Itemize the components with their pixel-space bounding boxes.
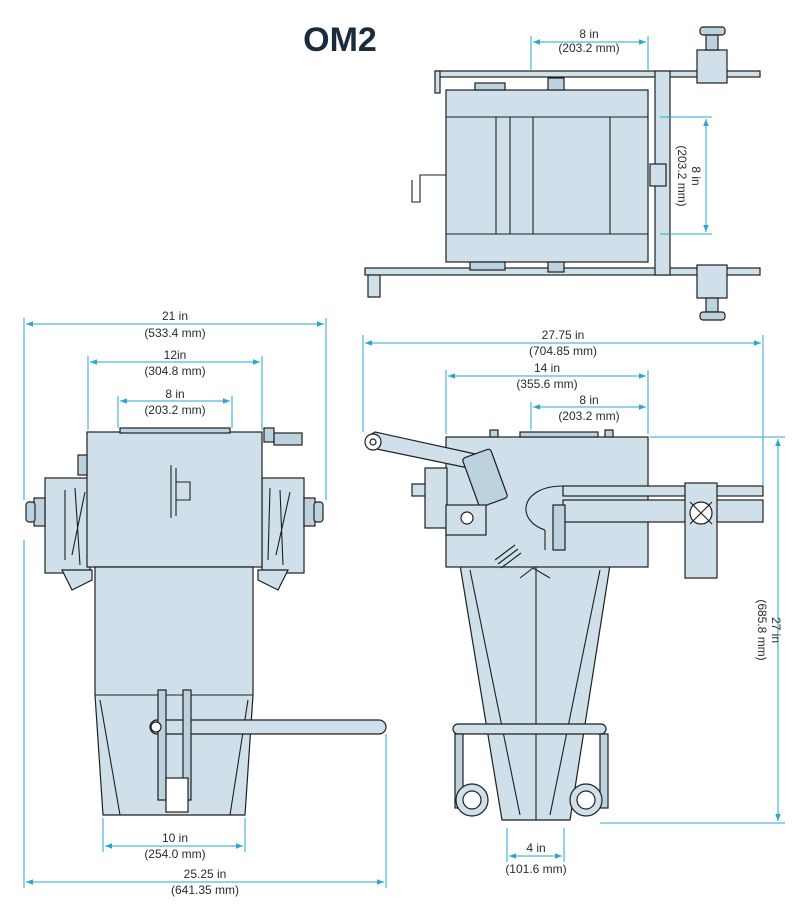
front-view [25,427,387,816]
dim-side-overall-metric: (704.85 mm) [529,344,597,358]
dim-side-14-imperial: 14 in [534,361,560,375]
dim-top-width-metric: (203.2 mm) [558,41,619,55]
front-12-dimension: 12in (304.8 mm) [87,348,263,430]
top-height-dimension: 8 in (203.2 mm) [660,116,712,235]
front-8-dimension: 8 in (203.2 mm) [117,387,233,428]
dim-front-overall-imperial: 21 in [162,309,188,323]
side-overall-dimension: 27.75 in (704.85 mm) [362,328,764,485]
dim-front-overall-metric: (533.4 mm) [144,326,205,340]
dim-front-handle-metric: (641.35 mm) [171,883,239,897]
dim-front-bottom-imperial: 10 in [162,831,188,845]
dim-top-width-imperial: 8 in [579,27,598,41]
dim-front-12-imperial: 12in [164,348,187,362]
dim-side-8-metric: (203.2 mm) [558,409,619,423]
dim-side-overall-imperial: 27.75 in [542,328,585,342]
dim-front-8-metric: (203.2 mm) [144,403,205,417]
side-bottom-dimension: 4 in (101.6 mm) [505,828,567,876]
side-14-dimension: 14 in (355.6 mm) [445,361,649,434]
dim-top-height-metric: (203.2 mm) [675,145,689,206]
top-width-dimension: 8 in (203.2 mm) [530,27,649,70]
dim-top-height-imperial: 8 in [689,166,703,185]
dim-front-handle-imperial: 25.25 in [184,867,227,881]
page-title: OM2 [303,21,377,59]
side-height-dimension: 27 in (685.8 mm) [600,436,785,824]
side-view [364,429,764,821]
dim-side-height-imperial: 27 in [769,617,783,643]
dim-side-bottom-imperial: 4 in [526,841,545,855]
dim-side-14-metric: (355.6 mm) [516,377,577,391]
dim-side-height-metric: (685.8 mm) [755,599,769,660]
dim-front-12-metric: (304.8 mm) [144,364,205,378]
top-view [364,26,761,321]
side-8-dimension: 8 in (203.2 mm) [530,393,649,430]
dim-side-bottom-metric: (101.6 mm) [505,862,566,876]
dim-front-bottom-metric: (254.0 mm) [144,847,205,861]
dim-front-8-imperial: 8 in [165,387,184,401]
front-overall-dimension: 21 in (533.4 mm) [23,309,327,500]
front-handle-dimension: 25.25 in (641.35 mm) [23,540,387,897]
dim-side-8-imperial: 8 in [579,393,598,407]
front-bottom-dimension: 10 in (254.0 mm) [102,818,246,861]
